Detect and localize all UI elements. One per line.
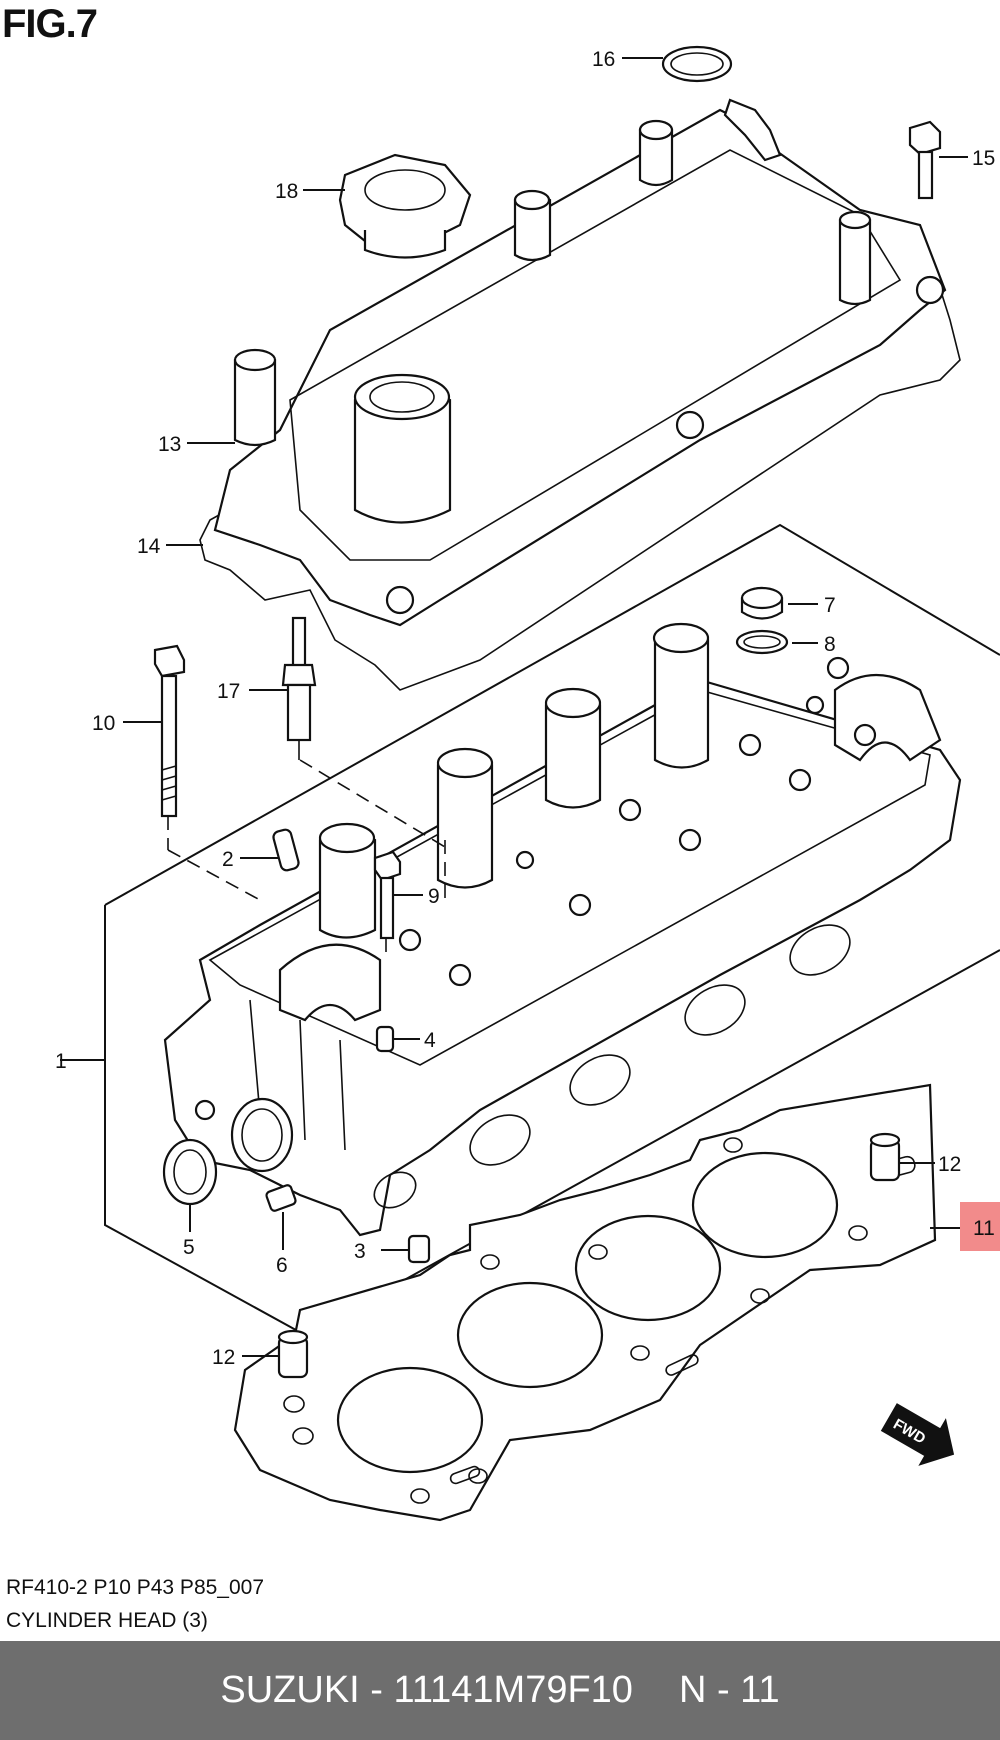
diagram-code: RF410-2 P10 P43 P85_007	[6, 1576, 265, 1599]
callout-18: 18	[275, 180, 298, 203]
callout-8: 8	[824, 633, 836, 656]
spark-plug-17	[281, 616, 317, 760]
diagram-title: CYLINDER HEAD (3)	[6, 1609, 208, 1632]
callout-5: 5	[183, 1236, 195, 1259]
assembly-dash-lines	[167, 759, 451, 960]
footer-bar: SUZUKI - 11141M79F10 N - 11	[0, 1641, 1000, 1740]
guide-2	[272, 828, 300, 872]
dowel-4	[375, 1025, 395, 1053]
exploded-parts-diagram: 16 15 18 13 14 7 8 17 10 2 9 1 4 12 11 5…	[55, 45, 1000, 1522]
bolt-15	[908, 120, 942, 200]
callout-3: 3	[354, 1240, 366, 1263]
o-ring-16	[661, 45, 733, 83]
leader-lines	[123, 57, 968, 1357]
callout-4: 4	[424, 1029, 436, 1052]
callout-12-left: 12	[212, 1346, 235, 1369]
callout-17: 17	[217, 680, 240, 703]
seal-5	[162, 1138, 218, 1206]
dowel-12-right	[869, 1132, 901, 1182]
callout-15: 15	[972, 147, 995, 170]
fwd-arrow-icon: FWD	[880, 1403, 955, 1466]
callout-12-right: 12	[938, 1153, 961, 1176]
callout-11: 11	[973, 1217, 995, 1240]
callout-13: 13	[158, 433, 181, 456]
callout-10: 10	[92, 712, 115, 735]
plug-7	[740, 586, 784, 620]
bolt-9	[373, 850, 402, 940]
cylinder-head	[163, 622, 962, 1237]
plug-3	[407, 1234, 431, 1264]
head-gasket	[233, 1083, 937, 1522]
footer-part-number: SUZUKI - 11141M79F10	[220, 1669, 633, 1711]
callout-16: 16	[592, 48, 615, 71]
callout-7: 7	[824, 594, 836, 617]
callout-labels: 16 15 18 13 14 7 8 17 10 2 9 1 4 12 11 5…	[55, 48, 995, 1369]
callout-9: 9	[428, 885, 440, 908]
o-ring-8	[735, 629, 789, 655]
footer-ref: N - 11	[678, 1669, 780, 1711]
figure-label: FIG.7	[2, 2, 98, 46]
plug-6	[265, 1184, 297, 1212]
cylinder-head-cover	[199, 98, 961, 691]
dowel-12-left	[277, 1329, 309, 1379]
oil-filler-cap	[338, 153, 472, 259]
callout-11-highlight	[960, 1202, 1000, 1251]
head-bolt-10	[153, 644, 186, 818]
callout-14: 14	[137, 535, 161, 558]
callout-2: 2	[222, 848, 234, 871]
callout-6: 6	[276, 1254, 288, 1277]
callout-1: 1	[55, 1050, 67, 1073]
